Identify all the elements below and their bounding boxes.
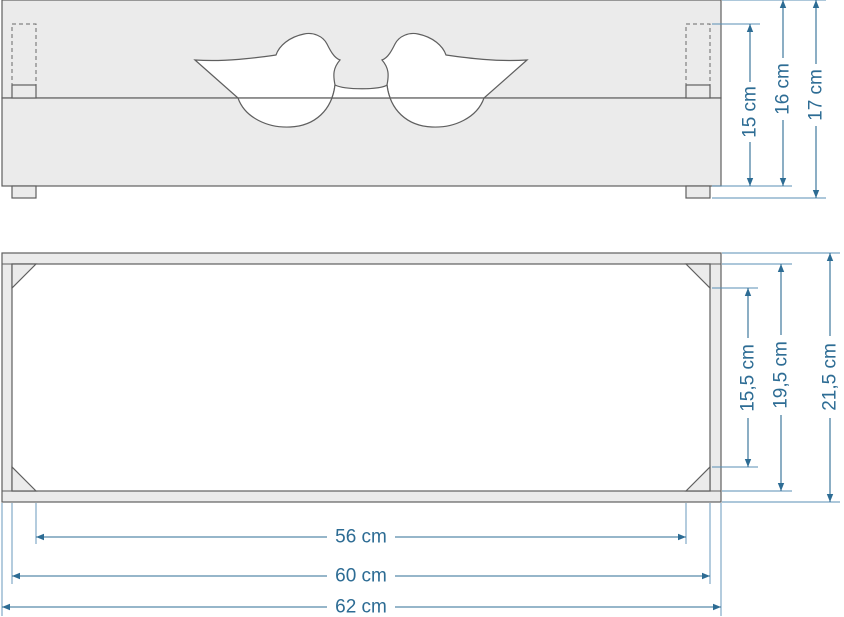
dimension-19-5cm: 19,5 cm [771, 264, 792, 491]
back-panel [1, 0, 722, 99]
dimension-56cm: 56 cm [36, 526, 686, 548]
top-frame-inner [11, 263, 711, 492]
left-leg-stub [11, 84, 37, 99]
label-56cm: 56 cm [335, 527, 387, 548]
corner-brace-bottom-right [684, 465, 711, 492]
dimension-60cm: 60 cm [12, 565, 710, 587]
dimension-16cm: 16 cm [773, 0, 794, 186]
label-15-5cm: 15,5 cm [738, 344, 759, 412]
label-62cm: 62 cm [335, 597, 387, 617]
front-panel-bird-recess [237, 83, 485, 128]
corner-brace-bottom-left [11, 465, 38, 492]
corner-brace-top-left [11, 263, 38, 290]
front-panel [1, 97, 722, 187]
label-17cm: 17 cm [806, 69, 827, 121]
label-19-5cm: 19,5 cm [771, 341, 792, 409]
top-view: 15,5 cm 19,5 cm 21,5 cm 56 cm 60 cm 62 c… [1, 252, 841, 617]
side-view: 15 cm 16 cm 17 cm [1, 0, 827, 199]
corner-brace-top-right [684, 263, 711, 290]
label-16cm: 16 cm [773, 63, 794, 115]
left-foot [11, 185, 37, 199]
right-foot [685, 185, 711, 199]
dimension-15-5cm: 15,5 cm [738, 288, 759, 467]
label-21-5cm: 21,5 cm [820, 343, 841, 411]
right-leg-stub [685, 84, 711, 99]
dimension-62cm: 62 cm [2, 596, 721, 617]
label-60cm: 60 cm [335, 566, 387, 587]
dimension-15cm: 15 cm [740, 24, 761, 186]
dimension-17cm: 17 cm [806, 0, 827, 198]
top-extension-lines [1, 252, 840, 616]
dimension-21-5cm: 21,5 cm [820, 253, 841, 502]
label-15cm: 15 cm [740, 86, 761, 138]
